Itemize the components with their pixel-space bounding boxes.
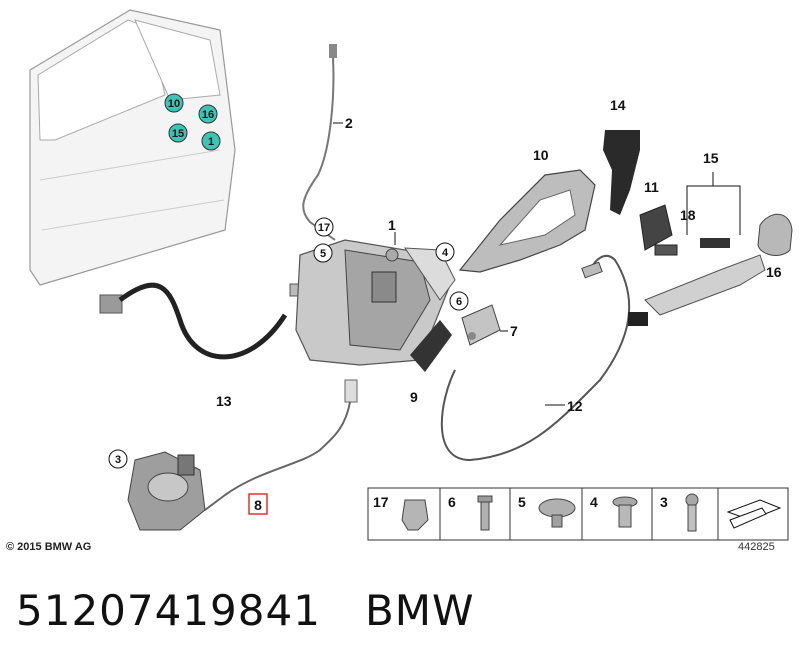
callout-3: 3 — [115, 454, 121, 466]
copyright-notice: © 2015 BMW AG — [6, 541, 92, 553]
outer-handle-15 — [628, 238, 766, 326]
callout-7: 7 — [510, 323, 518, 339]
screw-6-icon — [477, 495, 493, 503]
callout-15: 15 — [703, 150, 719, 166]
actuator-3 — [127, 451, 206, 531]
door-marker-15-label: 15 — [172, 128, 184, 140]
callout-13: 13 — [216, 393, 232, 409]
door-markers: 10 16 15 1 — [164, 93, 221, 151]
callout-17: 17 — [318, 222, 330, 234]
callouts: 2 1 17 5 4 6 7 9 10 11 12 13 14 15 16 18… — [108, 97, 782, 515]
strip-label-3: 3 — [660, 494, 668, 510]
bowden-cable-13 — [99, 282, 303, 360]
reference-number: 442825 — [738, 541, 775, 553]
cable-12 — [440, 254, 631, 462]
door-lock-1 — [295, 239, 456, 366]
callout-5: 5 — [320, 248, 326, 260]
callout-16: 16 — [766, 264, 782, 280]
callout-6: 6 — [456, 296, 462, 308]
strip-label-6: 6 — [448, 494, 456, 510]
striker-7 — [461, 304, 501, 346]
callout-14: 14 — [610, 97, 626, 113]
strip-label-17: 17 — [373, 494, 389, 510]
cap-16 — [757, 213, 793, 256]
rod-2 — [302, 44, 337, 241]
handle-carrier-10 — [458, 169, 596, 273]
callout-4: 4 — [442, 247, 449, 259]
door-marker-16 — [198, 104, 218, 124]
door-marker-16-label: 16 — [202, 109, 214, 121]
door-marker-10-label: 10 — [168, 98, 180, 110]
cover-14 — [603, 130, 640, 215]
caption: 51207419841 BMW — [16, 586, 519, 635]
door-marker-1-label: 1 — [208, 136, 214, 148]
gasket-11 — [639, 204, 673, 251]
cable-8 — [204, 379, 358, 511]
door-marker-15 — [168, 123, 188, 143]
callout-10: 10 — [533, 147, 549, 163]
bracket-9 — [410, 320, 452, 372]
strip-label-4: 4 — [590, 494, 598, 510]
highlight-box-8 — [248, 493, 268, 515]
strip-label-5: 5 — [518, 494, 526, 510]
callout-2: 2 — [345, 115, 353, 131]
part-number: 51207419841 — [16, 586, 321, 635]
callout-11: 11 — [644, 179, 659, 195]
callout-12: 12 — [567, 398, 583, 414]
callout-18: 18 — [680, 207, 696, 223]
screw-3-icon — [685, 493, 699, 507]
parts-diagram: 10 16 15 1 — [29, 9, 793, 541]
hardware-strip: 17 6 5 4 3 — [367, 487, 789, 541]
door-frame — [29, 9, 236, 286]
brand-name: BMW — [364, 586, 475, 635]
callout-9: 9 — [410, 389, 418, 405]
door-marker-10 — [164, 93, 184, 113]
door-marker-1 — [201, 131, 221, 151]
screw-5-icon — [538, 498, 576, 518]
callout-1: 1 — [388, 217, 396, 233]
clip-17-icon — [401, 499, 429, 531]
callout-8: 8 — [254, 497, 262, 513]
